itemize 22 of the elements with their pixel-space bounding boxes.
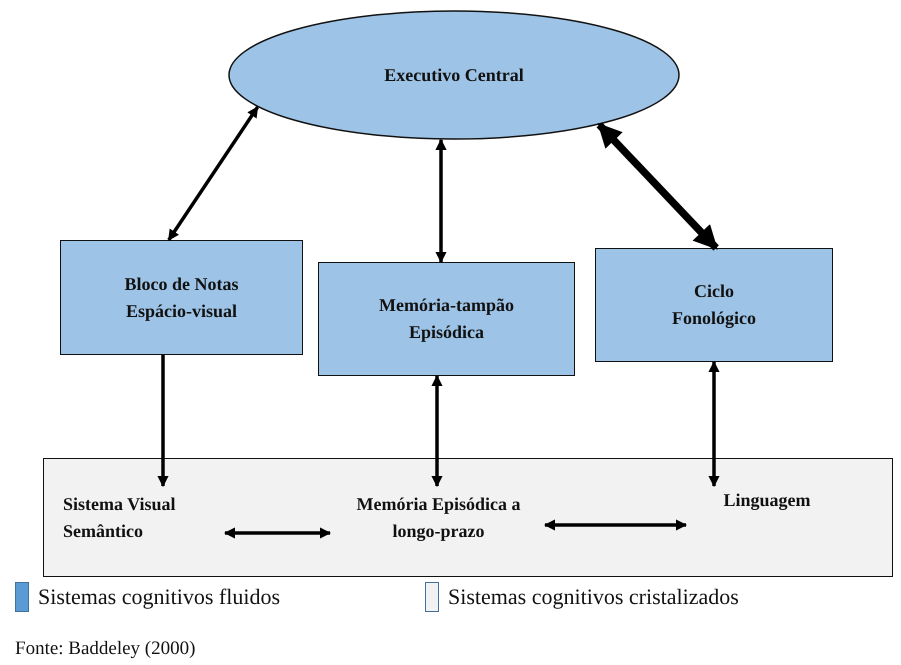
- node-label: Executivo Central: [384, 64, 524, 86]
- node-label: Memória Episódica a longo-prazo: [356, 493, 522, 543]
- process-box: [595, 248, 833, 362]
- memory-band: [43, 458, 893, 577]
- node-label: Memória-tampão Episódica: [378, 294, 515, 344]
- arrow: [708, 360, 720, 488]
- process-box: [60, 240, 303, 355]
- source-caption: Fonte: Baddeley (2000): [15, 638, 196, 660]
- arrow: [544, 519, 688, 531]
- arrow: [435, 138, 447, 264]
- node-label: Sistema Visual Semântico: [63, 493, 177, 543]
- node-label: Linguagem: [723, 489, 810, 512]
- arrow: [596, 122, 719, 251]
- arrow: [224, 527, 332, 539]
- legend-label: Sistemas cognitivos fluidos: [38, 584, 280, 610]
- arrow: [167, 106, 259, 241]
- arrow: [157, 355, 169, 488]
- node-label: Bloco de Notas Espácio-visual: [124, 272, 240, 323]
- process-box: [318, 262, 575, 376]
- legend-label: Sistemas cognitivos cristalizados: [448, 584, 739, 610]
- arrow: [431, 374, 443, 488]
- node-label: Ciclo Fonológico: [671, 280, 757, 330]
